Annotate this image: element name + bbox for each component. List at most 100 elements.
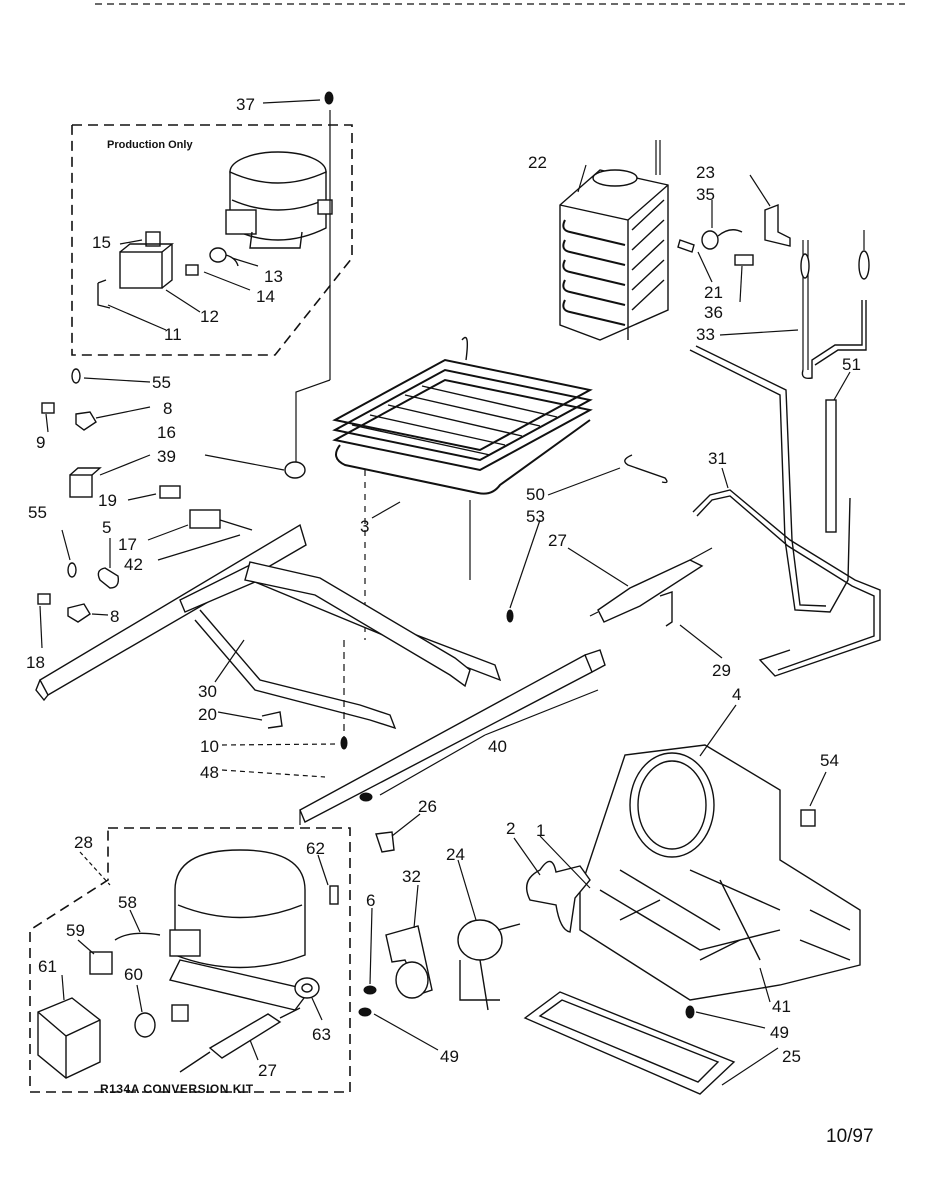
callout-22: 22 xyxy=(528,153,547,172)
part-14-part xyxy=(185,264,199,276)
part-61-part xyxy=(37,997,101,1079)
date-code: 10/97 xyxy=(826,1126,874,1147)
part-31-tubing xyxy=(689,345,881,677)
part-49-screw-right xyxy=(685,1005,695,1019)
callout-21: 21 xyxy=(704,283,723,302)
callout-55-upper: 55 xyxy=(152,373,171,392)
part-19-part xyxy=(159,485,181,499)
callout-55-lower: 55 xyxy=(28,503,47,522)
part-13-part xyxy=(209,247,239,267)
leader-37-to-39 xyxy=(295,379,331,470)
callout-10: 10 xyxy=(200,737,219,756)
part-51-tube xyxy=(825,399,837,533)
callout-17: 17 xyxy=(118,535,137,554)
part-8-lower xyxy=(67,603,91,623)
callout-4: 4 xyxy=(732,685,741,704)
callout-13: 13 xyxy=(264,267,283,286)
part-33-tube xyxy=(800,230,870,380)
callout-29: 29 xyxy=(712,661,731,680)
callout-11: 11 xyxy=(164,325,182,344)
callout-49-right: 49 xyxy=(770,1023,789,1042)
part-23-bracket xyxy=(764,203,791,247)
callout-14: 14 xyxy=(256,287,275,306)
part-29-clip xyxy=(659,591,673,627)
callout-33: 33 xyxy=(696,325,715,344)
leader-lines xyxy=(39,99,851,1086)
part-26-clip xyxy=(375,831,395,853)
callout-51: 51 xyxy=(842,355,861,374)
callout-30: 30 xyxy=(198,682,217,701)
fan-motor-bracket xyxy=(579,744,861,1001)
part-15-connector xyxy=(145,231,161,247)
part-35-knob xyxy=(701,229,743,250)
callout-49-left: 49 xyxy=(440,1047,459,1066)
part-39-grommet xyxy=(284,461,306,479)
callout-53: 53 xyxy=(526,507,545,526)
callout-48: 48 xyxy=(200,763,219,782)
part-22-evaporator xyxy=(559,140,669,341)
part-27-drier-upper xyxy=(589,547,713,623)
part-20-part xyxy=(261,711,283,729)
part-3-condenser xyxy=(332,336,593,640)
callout-9: 9 xyxy=(36,433,45,452)
part-58-wire xyxy=(114,932,161,941)
callout-50: 50 xyxy=(526,485,545,504)
callout-12: 12 xyxy=(200,307,219,326)
callout-labels: 37 15 13 14 12 11 55 8 9 16 39 19 17 42 … xyxy=(26,95,861,1080)
callout-40: 40 xyxy=(488,737,507,756)
callout-18: 18 xyxy=(26,653,45,672)
part-5-part xyxy=(97,567,120,589)
callout-36: 36 xyxy=(704,303,723,322)
part-55-upper xyxy=(71,368,81,384)
callout-26: 26 xyxy=(418,797,437,816)
part-28-compressor xyxy=(168,849,312,1011)
callout-62: 62 xyxy=(306,839,325,858)
part-55-lower xyxy=(67,562,77,578)
part-27-drier-lower xyxy=(179,1007,301,1073)
production-only-group: Production Only xyxy=(71,124,353,356)
callout-16: 16 xyxy=(157,423,176,442)
callout-63: 63 xyxy=(312,1025,331,1044)
part-32-bracket xyxy=(385,925,433,999)
callout-20: 20 xyxy=(198,705,217,724)
callout-54: 54 xyxy=(820,751,839,770)
part-37-screw xyxy=(324,91,334,105)
part-8-upper xyxy=(75,411,97,431)
callout-2: 2 xyxy=(506,819,515,838)
callout-35: 35 xyxy=(696,185,715,204)
part-63-grommet xyxy=(294,977,320,999)
part-54-plug xyxy=(800,809,816,827)
callout-37: 37 xyxy=(236,95,255,114)
part-12-relay xyxy=(119,243,174,289)
callout-5: 5 xyxy=(102,518,111,537)
part-10-screw xyxy=(340,640,348,750)
callout-15: 15 xyxy=(92,233,111,252)
part-1-fan-blade xyxy=(526,860,591,933)
callout-25: 25 xyxy=(782,1047,801,1066)
compressor-production xyxy=(225,151,333,249)
callout-3: 3 xyxy=(360,517,369,536)
callout-8-lower: 8 xyxy=(110,607,119,626)
part-53-screw xyxy=(506,609,514,623)
part-6-screw xyxy=(363,985,377,995)
callout-58: 58 xyxy=(118,893,137,912)
conversion-kit-label: R134A CONVERSION KIT xyxy=(100,1082,254,1096)
part-11-clip xyxy=(97,279,111,309)
part-50-hook xyxy=(624,454,668,484)
part-17-part xyxy=(189,509,253,531)
base-frame xyxy=(35,523,606,825)
callout-61: 61 xyxy=(38,957,57,976)
callout-59: 59 xyxy=(66,921,85,940)
callout-6: 6 xyxy=(366,891,375,910)
callout-42: 42 xyxy=(124,555,143,574)
callout-1: 1 xyxy=(536,821,545,840)
callout-28: 28 xyxy=(74,833,93,852)
part-16-part xyxy=(69,467,102,498)
part-18-part xyxy=(37,593,51,605)
callout-27-lower: 27 xyxy=(258,1061,277,1080)
callout-23: 23 xyxy=(696,163,715,182)
part-62-part xyxy=(329,885,339,905)
callout-19: 19 xyxy=(98,491,117,510)
callout-60: 60 xyxy=(124,965,143,984)
part-36-part xyxy=(734,254,754,266)
